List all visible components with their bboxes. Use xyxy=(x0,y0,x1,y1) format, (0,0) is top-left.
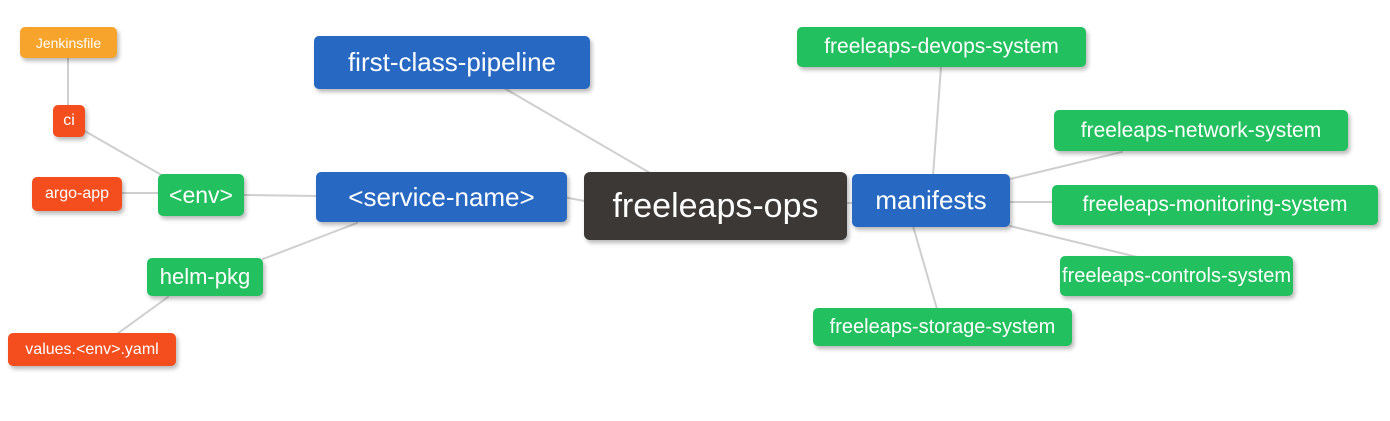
edge-manifests-storage-system xyxy=(912,225,938,310)
node-helm-pkg[interactable]: helm-pkg xyxy=(147,258,263,296)
node-freeleaps-monitoring-system[interactable]: freeleaps-monitoring-system xyxy=(1052,185,1378,225)
node-freeleaps-storage-system[interactable]: freeleaps-storage-system xyxy=(813,308,1072,346)
edge-values-yaml-helm-pkg xyxy=(116,296,169,335)
edge-manifests-devops-system xyxy=(932,66,942,177)
node-freeleaps-network-system[interactable]: freeleaps-network-system xyxy=(1054,110,1348,151)
node-argo-app[interactable]: argo-app xyxy=(32,177,122,211)
edge-ci-env xyxy=(82,129,166,178)
node-jenkinsfile[interactable]: Jenkinsfile xyxy=(20,27,117,58)
edge-manifests-network-system xyxy=(1009,151,1123,180)
node-freeleaps-controls-system[interactable]: freeleaps-controls-system xyxy=(1060,256,1293,296)
edge-helm-pkg-service-name xyxy=(262,222,358,260)
node-ci[interactable]: ci xyxy=(53,105,85,137)
node-service-name[interactable]: <service-name> xyxy=(316,172,567,222)
edge-first-class-pipeline-freeleaps-ops xyxy=(503,87,651,174)
node-freeleaps-ops-root[interactable]: freeleaps-ops xyxy=(584,172,847,240)
node-env[interactable]: <env> xyxy=(158,174,244,216)
node-values-env-yaml[interactable]: values.<env>.yaml xyxy=(8,333,176,366)
edge-manifests-controls-system xyxy=(1009,225,1138,258)
node-manifests[interactable]: manifests xyxy=(852,174,1010,227)
edge-env-service-name xyxy=(241,194,319,197)
node-freeleaps-devops-system[interactable]: freeleaps-devops-system xyxy=(797,27,1086,67)
node-first-class-pipeline[interactable]: first-class-pipeline xyxy=(314,36,590,89)
